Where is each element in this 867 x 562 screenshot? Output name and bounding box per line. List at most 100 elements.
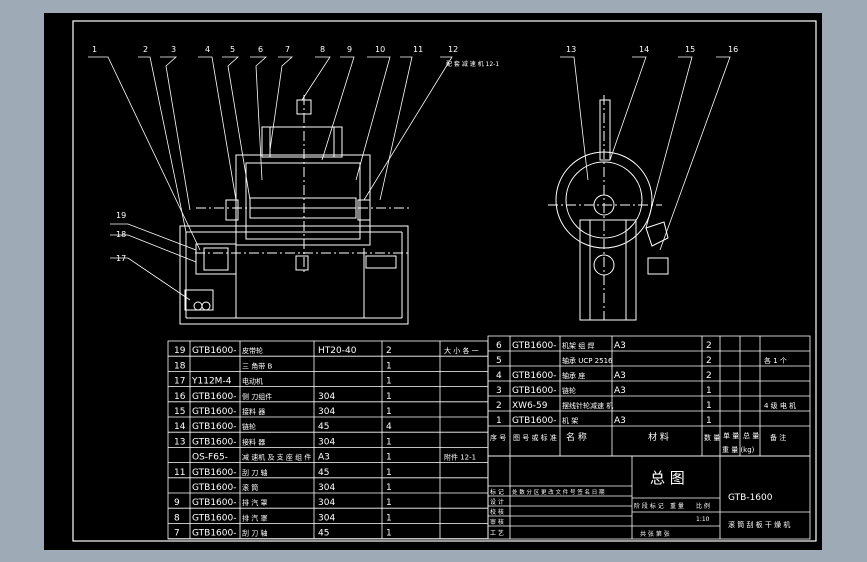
parts-left-cell-name: 滚 筒 — [242, 483, 258, 492]
parts-left-cell-qty: 1 — [386, 453, 392, 463]
parts-left-cell-material: 304 — [318, 498, 335, 508]
parts-left-cell-code: GTB1600- — [192, 483, 236, 493]
header-unit-weight: 单 量 — [723, 431, 739, 440]
part-label-8: 8 — [320, 45, 325, 54]
parts-right-cell-qty: 1 — [706, 401, 712, 411]
parts-left-cell-qty: 1 — [386, 498, 392, 508]
leader-lines — [88, 56, 731, 301]
parts-left-cell-name: 接料 器 — [242, 437, 265, 446]
product-name: 滚 筒 刮 板 干 燥 机 — [728, 520, 790, 529]
part-label-9: 9 — [347, 45, 352, 54]
parts-right-cell-no: 2 — [496, 401, 502, 411]
part-label-7: 7 — [285, 45, 290, 54]
parts-left-cell-material: 304 — [318, 513, 335, 523]
parts-list-left — [167, 340, 489, 540]
parts-left-cell-code: GTB1600- — [192, 513, 236, 523]
part-label-5: 5 — [230, 45, 235, 54]
parts-left-cell-code: GTB1600- — [192, 529, 236, 539]
parts-left-cell-material: 45 — [318, 468, 329, 478]
parts-left-cell-no: 14 — [174, 422, 186, 432]
header-name: 名 称 — [566, 431, 587, 443]
tb-row-0: 标 记 — [490, 488, 504, 496]
header-weight-unit: 重 量 (kg) — [722, 446, 755, 454]
parts-right-cell-name: 机架 组 焊 — [562, 341, 594, 350]
parts-right-cell-no: 4 — [496, 371, 502, 381]
front-view — [179, 95, 412, 325]
header-total-weight: 总 量 — [743, 431, 759, 440]
parts-right-cell-code: GTB1600- — [512, 371, 556, 381]
drawing-note: 配 套 减 速 机 12-1 — [446, 60, 499, 68]
parts-left-cell-name: 三 角带 B — [242, 361, 272, 370]
title-block-text: 总 图 GTB-1600 滚 筒 刮 板 干 燥 机 处 数 分 区 更 改 文… — [490, 469, 790, 538]
parts-right-cell-qty: 2 — [706, 341, 712, 351]
part-label-13: 13 — [566, 45, 576, 54]
parts-right-cell-material: A3 — [614, 386, 626, 396]
parts-left-cell-qty: 4 — [386, 422, 392, 432]
part-number-labels: 1 2 3 4 5 6 7 8 9 10 11 12 13 14 15 16 1… — [92, 45, 738, 263]
parts-left-cell-no: 8 — [174, 513, 180, 523]
parts-right-cell-code: GTB1600- — [512, 386, 556, 396]
parts-right-cell-name: 摆线针轮减速 机 — [562, 401, 613, 410]
parts-left-cell-name: 减 速机 及 支 座 组 件 — [242, 453, 311, 462]
parts-left-cell-material: 304 — [318, 437, 335, 447]
parts-right-cell-code: GTB1600- — [512, 416, 556, 426]
part-label-16: 16 — [728, 45, 738, 54]
parts-left-cell-name: 排 汽 罩 — [242, 513, 267, 522]
parts-left-cell-name: 刮 刀 轴 — [242, 468, 267, 477]
parts-right-cell-no: 3 — [496, 386, 502, 396]
parts-left-cell-name: 侧 刀组件 — [242, 392, 272, 401]
parts-left-cell-name: 电动机 — [242, 377, 263, 386]
parts-left-cell-qty: 1 — [386, 529, 392, 539]
parts-right-cell-remark: 各 1 个 — [764, 356, 787, 365]
stage-label: 阶 段 标 记 — [634, 502, 664, 510]
title-block — [487, 455, 811, 540]
tb-row-2: 校 核 — [490, 508, 504, 516]
parts-right-cell-name: 轴承 UCP 2516 — [562, 356, 613, 365]
parts-right-cell-no: 6 — [496, 341, 502, 351]
parts-right-cell-no: 5 — [496, 356, 502, 366]
parts-right-cell-qty: 2 — [706, 356, 712, 366]
parts-left-cell-name: 刮 刀 轴 — [242, 529, 267, 538]
part-label-4: 4 — [205, 45, 210, 54]
parts-right-cell-name: 机 架 — [562, 416, 578, 425]
header-remark: 备 注 — [770, 433, 786, 442]
part-label-14: 14 — [639, 45, 649, 54]
parts-left-cell-no: 16 — [174, 392, 186, 402]
parts-left-cell-material: 304 — [318, 483, 335, 493]
scale-label: 比 例 — [696, 502, 710, 510]
part-label-18: 18 — [116, 230, 126, 239]
part-label-11: 11 — [413, 45, 423, 54]
parts-right-cell-qty: 2 — [706, 371, 712, 381]
parts-right-cell-qty: 1 — [706, 416, 712, 426]
part-label-15: 15 — [685, 45, 695, 54]
parts-left-cell-qty: 1 — [386, 513, 392, 523]
parts-left-cell-qty: 1 — [386, 468, 392, 478]
parts-right-cell-remark: 4 级 电 机 — [764, 401, 796, 410]
parts-left-cell-qty: 1 — [386, 407, 392, 417]
parts-left-cell-name: 接料 器 — [242, 407, 265, 416]
parts-left-cell-qty: 1 — [386, 437, 392, 447]
parts-left-cell-code: OS-F65- — [192, 453, 228, 463]
sheets-label: 共 张 第 张 — [640, 530, 670, 538]
tb-row-4: 工 艺 — [490, 529, 504, 537]
parts-left-cell-no: 9 — [174, 498, 180, 508]
parts-left-cell-code: GTB1600- — [192, 346, 236, 356]
side-view — [548, 95, 669, 321]
scale-value: 1:10 — [696, 516, 710, 523]
header-code: 图 号 或 标 准 — [513, 433, 557, 442]
parts-left-cell-name: 链轮 — [242, 422, 256, 431]
part-label-17: 17 — [116, 254, 126, 263]
part-label-6: 6 — [258, 45, 263, 54]
tb-row-1: 设 计 — [490, 498, 504, 506]
revision-header: 处 数 分 区 更 改 文 件 号 签 名 日 期 — [512, 488, 605, 496]
parts-right-cell-name: 链轮 — [562, 386, 576, 395]
weight-label: 重 量 — [670, 502, 684, 510]
parts-left-cell-code: GTB1600- — [192, 468, 236, 478]
parts-left-cell-no: 13 — [174, 437, 185, 447]
part-label-1: 1 — [92, 45, 97, 54]
parts-left-cell-material: 304 — [318, 392, 335, 402]
parts-left-cell-name: 排 汽 罩 — [242, 498, 267, 507]
